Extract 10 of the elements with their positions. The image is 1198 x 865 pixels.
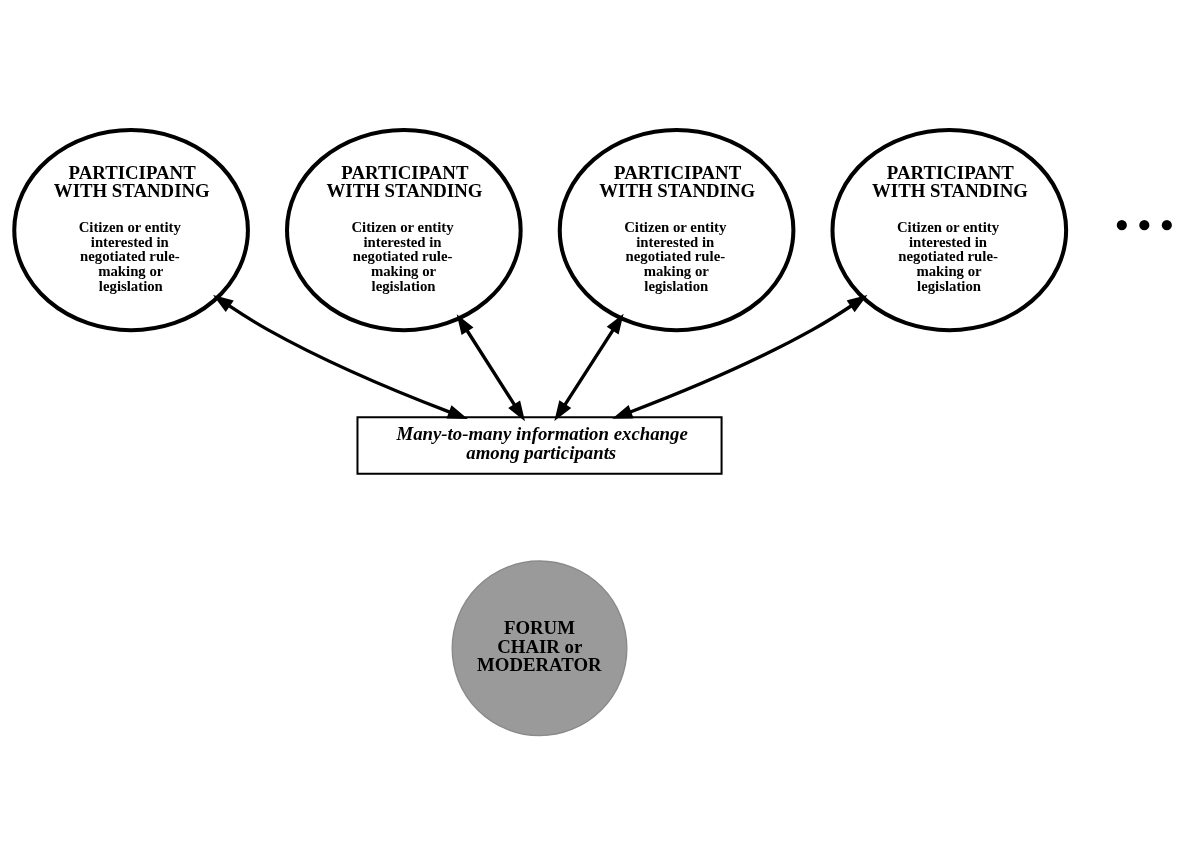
- arrow: [554, 313, 624, 421]
- node-ellipse: PARTICIPANT WITH STANDING Citizen or entity interested in negotiated rule-making or legislation: [12, 127, 250, 332]
- node-circle: FORUM CHAIR or MODERATOR: [451, 559, 628, 736]
- label: • • •: [1115, 203, 1174, 246]
- node-ellipse: PARTICIPANT WITH STANDING Citizen or entity interested in negotiated rule-making or legislation: [285, 127, 523, 332]
- arrow: [213, 294, 468, 419]
- arrow: [456, 313, 525, 421]
- node-box: Many-to-many information exchange among participants: [356, 415, 723, 475]
- node-ellipse: PARTICIPANT WITH STANDING Citizen or entity interested in negotiated rule-making or legislation: [830, 127, 1069, 332]
- arrow: [612, 294, 868, 419]
